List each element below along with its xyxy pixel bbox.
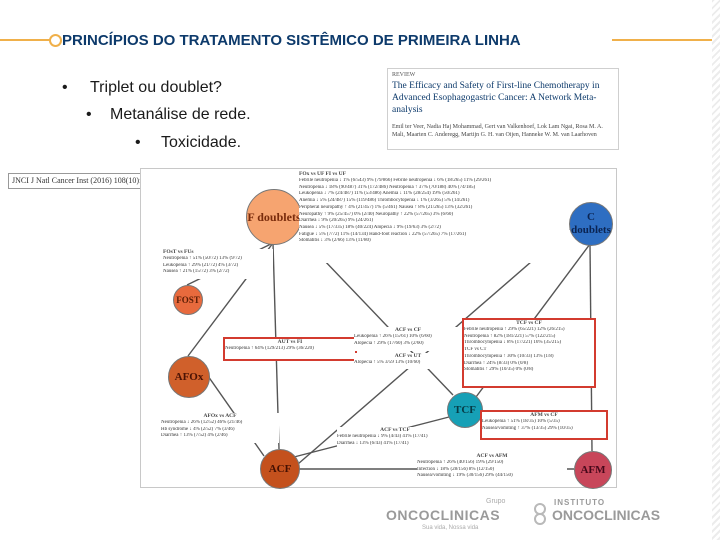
footer-logos: Grupo ONCOCLINICAS Sua vida, Nossa vida … [386,498,676,536]
table-row: Nausea/vomiting ↓ 19% (30/156) 29% (44/1… [417,473,513,479]
table-header: AFM vs CF [530,412,558,418]
decorative-side-bar [712,0,720,540]
bullet-dot-icon: • [86,106,92,123]
bullet-1: • Triplet ou doublet? [62,79,222,97]
node-f-doublets: F doublets [246,189,302,245]
table-fox-fi-vs-uf: FOx vs UF FI vs UF Febrile neutropenia ↓… [299,171,569,263]
table-header: FOx vs UF FI vs UF [299,171,347,177]
bullet-dot-icon: • [135,134,141,151]
node-fost: FOST [173,285,203,315]
table-row: Infection ↓ 18% (28/156) 8% (12/150) [417,466,495,472]
table-acf-vs-afm: ACF vs AFM Neutropenia ↑ 26% (40/156) 19… [417,453,567,485]
node-afm: AFM [574,451,612,489]
bullet-2-text: Metanálise de rede. [110,106,251,123]
table-row: Neuropathy ↑ 9% (25/457) 0% (2/40) Neuro… [299,211,453,217]
table-header: FOsT vs FUs [163,249,194,255]
table-header: AUT vs FI [277,339,303,345]
table-acf-vs-cf: ACF vs CF Leukopenia ↑ 26% (15/61) 10% (… [354,327,462,351]
table-row: Stomatitis ↓ 3% (2/66) 13% (11/80) [299,238,371,244]
logo-grupo-tagline: Sua vida, Nossa vida [422,525,479,531]
table-header: AFOx vs ACF [203,413,237,419]
table-aut-vs-fi-highlighted: AUT vs FI Neutropenia ↑ 64% (129/213) 29… [223,337,357,361]
table-afox-vs-acf: AFOx vs ACF Neutropenia ↓ 26% (12/52) 46… [161,413,279,443]
table-row: Thrombocytopenia ↑ 30% (10/33) 13% (1/8) [464,353,554,359]
table-fost-vs-fus: FOsT vs FUs Neutropenia ↑ 51% (50/72) 13… [163,249,273,279]
table-acf-vs-ut: ACF vs UT Alopecia ↑ 5% 3/59 13% (10/60) [354,353,462,369]
table-row: Neutropenia ↓ 18% (90/487) 31% (172/486)… [299,184,476,190]
bullet-3: • Toxicidade. [135,134,241,152]
table-afm-vs-cf-highlighted: AFM vs CF Leukopenia ↑ 51% (18/35) 10% (… [480,410,608,440]
paper-header-image: REVIEW The Efficacy and Safety of First-… [387,68,619,150]
paper-authors: Emil ter Veer, Nadia Haj Mohammad, Gert … [392,124,603,138]
logo-grupo-oncoclinicas: ONCOCLINICAS [386,507,501,523]
table-row: Fatigue ↓ 5% (7/72) 11% (14/134) Hand-fo… [299,231,466,237]
table-row: Leukopenia ↓ 7% (24/487) 11% (53/486) An… [299,191,460,197]
bullet-2: • Metanálise de rede. [86,106,251,124]
logo-grupo-label: Grupo [486,498,506,505]
table-row: Neutropenia ↑ 64% (129/213) 29% (36/220) [225,346,314,351]
table-row: Febrile neutropenia ↑ 29% (65/221) 12% (… [464,327,565,332]
logo-instituto-label: INSTITUTO [554,498,606,507]
table-row: Neutropenia ↑ 26% (40/156) 19% (29/150) [417,460,504,465]
table-row: Thrombocytopenia ↓ 8% (17/221) 16% (35/2… [464,340,562,346]
table-row: Neutropenia ↑ 51% (50/72) 13% (9/72) [163,256,242,261]
table-row: Neutropenia ↑ 82% (181/221) 57% (122/215… [464,333,556,339]
table-acf-vs-tcf: ACF vs TCF Febrile neutropenia ↓ 9% (4/4… [337,427,453,451]
table-row: Nausea/vomiting ↑ 37% (13/35) 29% (10/35… [482,425,573,431]
node-tcf: TCF [447,392,483,428]
node-acf: ACF [260,449,300,489]
header-line-right [612,39,720,41]
table-row: Diarrhea ↓ 13% (6/43) 41% (17/41) [337,440,409,446]
table-row: Leukopenia ↑ 51% (18/35) 10% (5/35) [482,419,560,424]
table-row: Stomatitis ↑ 29% (10/35) 0% (0/8) [464,367,534,373]
table-row: Febrile neutropenia ↓ 1% (6/543) 9% (79/… [299,178,492,183]
table-row: Nausea ↓ 5% (17/335) 18% (40/224) Alopec… [299,224,441,230]
paper-title: The Efficacy and Safety of First-line Ch… [392,81,600,115]
table-row: Hb syndrome ↓ 4% (2/52) 7% (3/46) [161,426,235,432]
table-row: Leukopenia ↑ 29% (21/72) 4% (3/72) [163,262,239,268]
table-row: Alopecia ↑ 29% (17/60) 3% (2/60) [354,340,424,346]
node-afox: AFOx [168,356,210,398]
instituto-logo-icon [534,503,546,525]
table-header: ACF vs CF [394,327,422,333]
citation-box: JNCI J Natl Cancer Inst (2016) 108(10): … [8,173,143,189]
table-header: ACF vs TCF [380,427,410,433]
paper-journal-label: REVIEW [392,72,416,78]
bullet-dot-icon: • [62,79,68,96]
logo-instituto-oncoclinicas: ONCOCLINICAS [552,507,661,523]
table-header: TCF vs CF [516,320,542,326]
header-circle-icon [49,34,62,47]
table-row: Diarrhea ↑ 24% (8/33) 0% (0/8) [464,360,529,366]
table-row: Diarrhea ↓ 9% (20/265) 9% (24/261) [299,218,374,224]
table-header: ACF vs UT [394,353,422,359]
table-header: ACF vs AFM [476,453,508,459]
table-row: Peripheral neuropathy ↑ 4% (21/457) 1% (… [299,204,473,210]
table-row: TCF vs CT [464,347,487,353]
table-row: Anemia ↓ 5% (24/487) 15% (119/486) Throm… [299,198,470,204]
table-row: Diarrhea ↑ 13% (7/52) 4% (2/46) [161,433,228,439]
table-tcf-vs-cf-highlighted: TCF vs CF Febrile neutropenia ↑ 29% (65/… [462,318,596,388]
network-meta-analysis-figure: F doublets C doublets FOST AFOx TCF ACF … [140,168,617,489]
header-line-left [0,39,50,41]
node-c-doublets: C doublets [569,202,613,246]
bullet-3-text: Toxicidade. [161,134,242,151]
table-row: Febrile neutropenia ↓ 9% (4/43) 41% (17/… [337,434,428,439]
bullet-1-text: Triplet ou doublet? [90,79,222,96]
table-row: Nausea ↑ 21% (15/72) 3% (2/72) [163,269,230,275]
slide-title: PRINCÍPIOS DO TRATAMENTO SISTÊMICO DE PR… [62,32,521,49]
table-row: Alopecia ↑ 5% 3/59 13% (10/60) [354,360,421,365]
table-row: Leukopenia ↑ 26% (15/61) 10% (6/60) [354,334,432,339]
table-row: Neutropenia ↓ 26% (12/52) 46% (21/46) [161,420,243,425]
